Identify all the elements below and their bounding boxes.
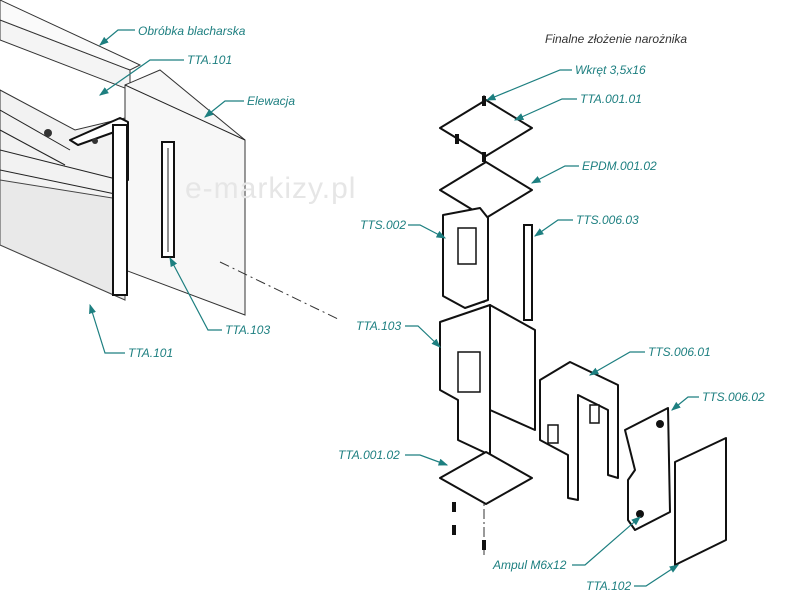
bracket-tts-006-01 bbox=[539, 361, 619, 501]
label-tts-006-03: TTS.006.03 bbox=[576, 213, 639, 227]
label-elewacja: Elewacja bbox=[247, 94, 296, 108]
label-epdm-001-02: EPDM.001.02 bbox=[582, 159, 657, 173]
label-tta-103-right: TTA.103 bbox=[356, 319, 402, 333]
label-tts-006-02: TTS.006.02 bbox=[702, 390, 765, 404]
label-tta-101-top: TTA.101 bbox=[187, 53, 233, 67]
label-tts-002: TTS.002 bbox=[360, 218, 407, 232]
label-ampul: Ampul M6x12 bbox=[493, 558, 567, 572]
label-wkret: Wkręt 3,5x16 bbox=[575, 63, 646, 77]
profile-tts-006-03 bbox=[523, 224, 533, 321]
diagram-title: Finalne złożenie narożnika bbox=[545, 32, 688, 46]
label-obrobka-blacharska: Obróbka blacharska bbox=[138, 24, 246, 38]
gasket-epdm bbox=[439, 161, 533, 219]
building-corner-view bbox=[0, 0, 246, 316]
label-tta-102: TTA.102 bbox=[586, 579, 632, 593]
cover-tta-102 bbox=[674, 437, 727, 566]
label-tts-006-01: TTS.006.01 bbox=[648, 345, 711, 359]
label-tta-101-bottom: TTA.101 bbox=[128, 346, 174, 360]
label-tta-001-01: TTA.001.01 bbox=[580, 92, 642, 106]
plate-tta-001-01 bbox=[439, 99, 533, 157]
leader-lines bbox=[89, 29, 699, 587]
exploded-view bbox=[439, 95, 727, 566]
label-tta-103-left: TTA.103 bbox=[225, 323, 271, 337]
watermark: e-markizy.pl bbox=[185, 172, 357, 205]
axis-line bbox=[219, 261, 341, 321]
label-tta-001-02: TTA.001.02 bbox=[338, 448, 400, 462]
plate-tta-001-02 bbox=[439, 451, 533, 505]
